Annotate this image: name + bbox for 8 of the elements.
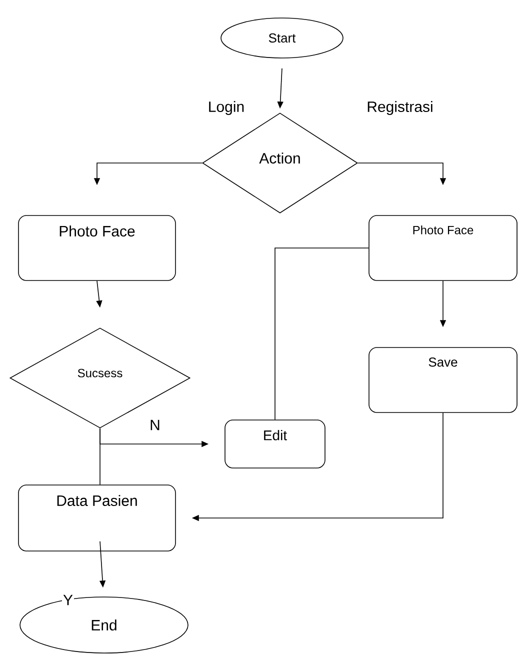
process-box: Data Pasien [18, 484, 176, 552]
process-box: Save [368, 347, 518, 413]
edge-label: N [148, 418, 162, 432]
edge-label: Y [62, 594, 74, 606]
edge-label: Registrasi [366, 100, 434, 116]
process-box: Edit [224, 420, 326, 468]
process-box: Photo Face [18, 215, 176, 281]
process-box: Photo Face [368, 215, 518, 281]
